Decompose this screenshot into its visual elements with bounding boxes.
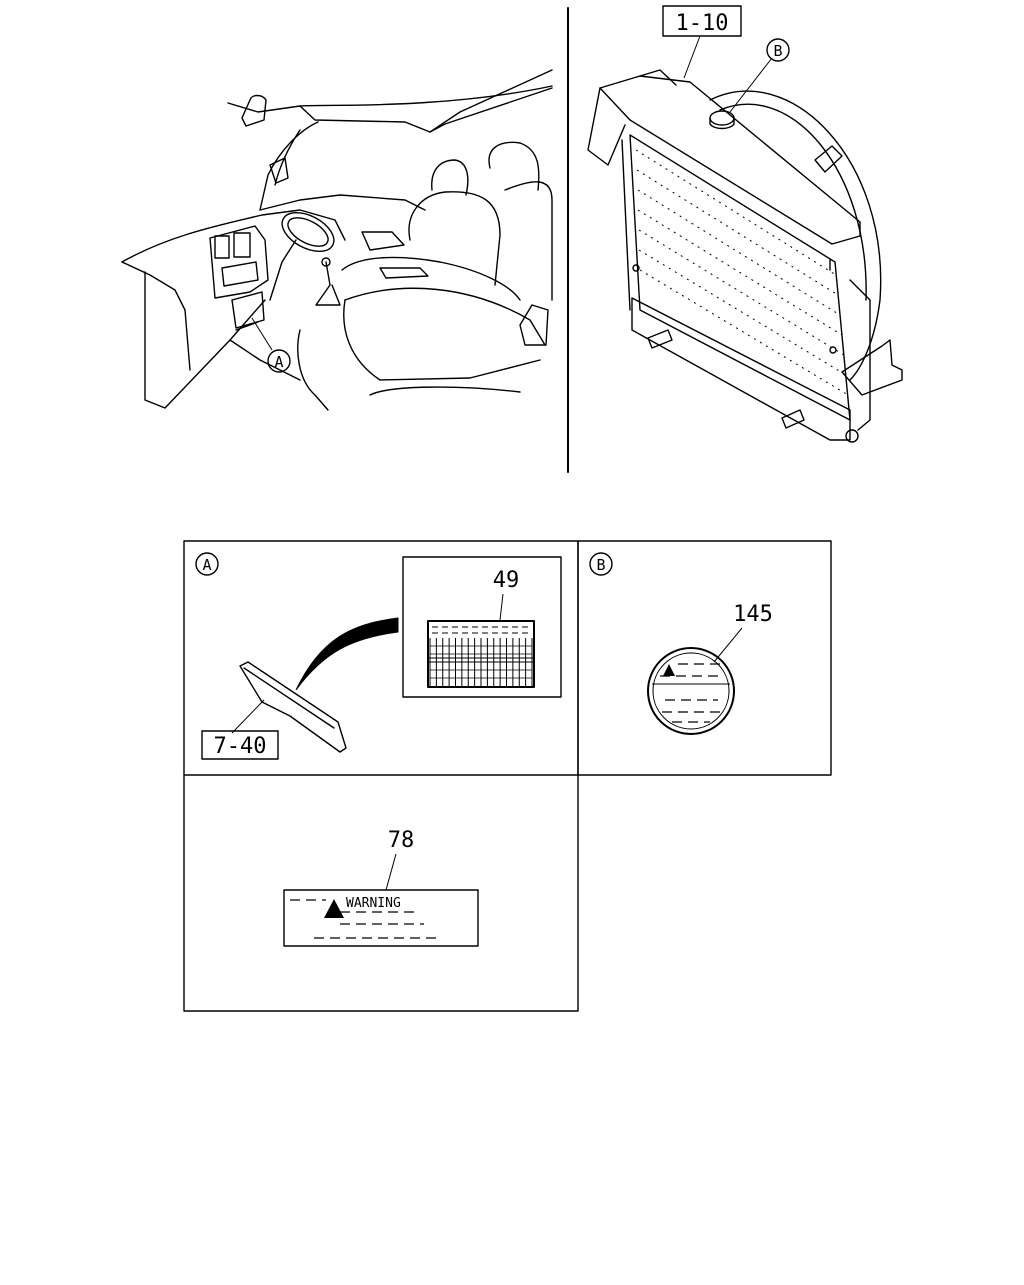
panel-b-letter: B [596, 556, 605, 574]
callout-b: B [773, 42, 782, 60]
cap-label-145 [647, 647, 735, 735]
callout-7-40-box [201, 730, 279, 760]
panel-warning: 78 WARNING [283, 828, 479, 947]
callout-b-circle [766, 38, 790, 62]
glove-box-cover [239, 661, 347, 753]
radiator-cap [709, 110, 735, 126]
panel-a: A 49 7-40 [195, 552, 562, 760]
rear-view-mirror [241, 94, 267, 127]
label-49-decal [427, 620, 535, 688]
callout-1-10-box [662, 5, 742, 37]
warning-label-text: WARNING [346, 896, 401, 911]
callout-1-10: 1-10 [676, 11, 729, 36]
label-49-number: 49 [493, 568, 520, 593]
panel-a-letter: A [202, 556, 211, 574]
callout-a-circle [267, 349, 291, 373]
panel-b: B 145 [589, 552, 773, 735]
radiator-illustration [587, 35, 903, 443]
cab-interior-illustration [121, 69, 553, 411]
warning-triangle-icon [324, 899, 344, 918]
callout-arrow [295, 617, 399, 691]
warning-label [283, 889, 479, 947]
fan-shroud [709, 90, 882, 381]
detail-panels-frame [183, 540, 832, 1012]
callout-7-40: 7-40 [214, 734, 267, 759]
steering-wheel [281, 212, 335, 252]
radiator-core [629, 134, 851, 421]
gear-lever [315, 261, 341, 306]
label-145-number: 145 [733, 602, 773, 627]
label-78-number: 78 [388, 828, 415, 853]
callout-a: A [274, 353, 283, 371]
leader-a [251, 317, 273, 351]
left-bracket [587, 87, 626, 166]
